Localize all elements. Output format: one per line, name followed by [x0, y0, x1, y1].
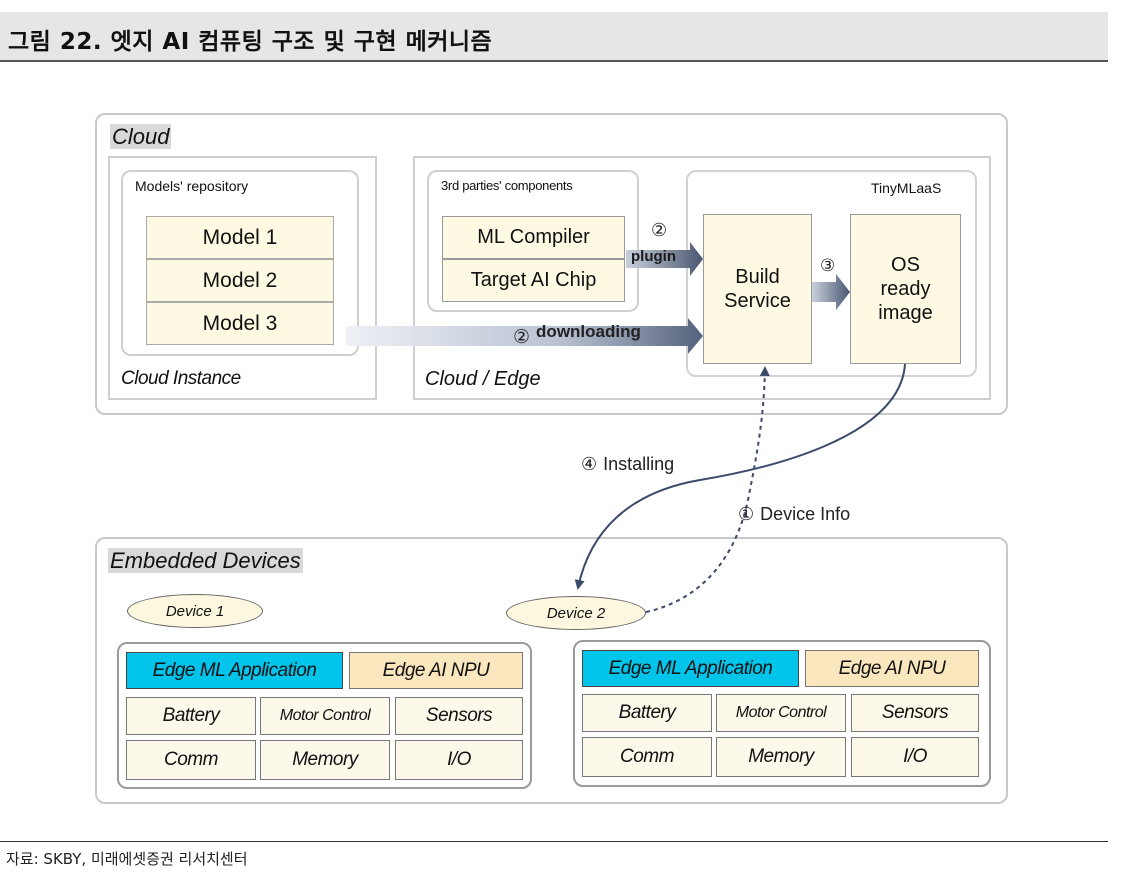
plugin-step-label: ②	[651, 220, 667, 241]
device-2-motor-control: Motor Control	[716, 694, 846, 732]
figure-title-bar: 그림 22. 엣지 AI 컴퓨팅 구조 및 구현 메커니즘	[0, 12, 1108, 62]
downloading-text: downloading	[536, 322, 641, 341]
device-1-motor-control: Motor Control	[260, 697, 390, 735]
embedded-heading-text: Embedded Devices	[108, 548, 303, 573]
plugin-text: plugin	[631, 248, 676, 265]
installing-step-number: ④	[581, 454, 598, 474]
build-service-line-2: Service	[724, 290, 791, 312]
device-1-battery: Battery	[126, 697, 256, 735]
third-party-components-label: 3rd parties' components	[441, 178, 573, 193]
device-1-comm: Comm	[126, 740, 256, 780]
device-1-edge-ml-application: Edge ML Application	[126, 652, 343, 689]
figure-source: 자료: SKBY, 미래에셋증권 리서치센터	[6, 850, 248, 868]
cloud-heading-text: Cloud	[110, 124, 172, 149]
os-image-line-2: ready	[880, 278, 931, 300]
device-1-io: I/O	[395, 740, 523, 780]
device-1-memory: Memory	[260, 740, 390, 780]
downloading-label: ② downloading	[513, 322, 641, 349]
downloading-arrow	[346, 318, 703, 354]
figure-title: 그림 22. 엣지 AI 컴퓨팅 구조 및 구현 메커니즘	[8, 29, 493, 55]
build-service-box: Build Service	[703, 214, 812, 364]
step-3-number: ③	[820, 256, 836, 275]
device-1-ellipse: Device 1	[127, 594, 263, 628]
device-info-step-number: ①	[738, 504, 755, 524]
ml-compiler: ML Compiler	[442, 216, 625, 259]
cloud-heading: Cloud	[110, 124, 172, 150]
cloud-instance-label: Cloud Instance	[121, 368, 241, 389]
downloading-step-number: ②	[513, 327, 531, 348]
model-1: Model 1	[146, 216, 334, 259]
device-2-comm: Comm	[582, 737, 712, 777]
device-2-io: I/O	[851, 737, 979, 777]
build-service-line-1: Build	[735, 266, 780, 288]
device-info-arrow	[645, 366, 770, 613]
device-2-ellipse: Device 2	[506, 596, 646, 630]
plugin-step-number: ②	[651, 220, 668, 240]
installing-arrow	[574, 363, 906, 590]
device-2-edge-ml-application: Edge ML Application	[582, 650, 799, 687]
device-1-edge-ai-npu: Edge AI NPU	[349, 652, 523, 689]
device-2-memory: Memory	[716, 737, 846, 777]
tinymlaas-label: TinyMLaaS	[871, 180, 942, 196]
models-repository-label: Models' repository	[135, 178, 249, 194]
embedded-heading: Embedded Devices	[108, 548, 303, 574]
os-image-line-3: image	[878, 302, 933, 324]
os-ready-image-box: OS ready image	[850, 214, 961, 364]
device-2-edge-ai-npu: Edge AI NPU	[805, 650, 979, 687]
source-divider	[0, 841, 1108, 842]
target-ai-chip: Target AI Chip	[442, 259, 625, 302]
device-1-sensors: Sensors	[395, 697, 523, 735]
plugin-arrow	[626, 242, 703, 276]
os-image-line-1: OS	[891, 254, 920, 276]
device-2-sensors: Sensors	[851, 694, 979, 732]
device-2-battery: Battery	[582, 694, 712, 732]
cloud-edge-label: Cloud / Edge	[425, 368, 541, 390]
model-2: Model 2	[146, 259, 334, 302]
device-info-text: Device Info	[760, 504, 851, 524]
model-3: Model 3	[146, 302, 334, 345]
installing-text: Installing	[603, 454, 675, 474]
build-to-os-arrow	[812, 274, 850, 310]
